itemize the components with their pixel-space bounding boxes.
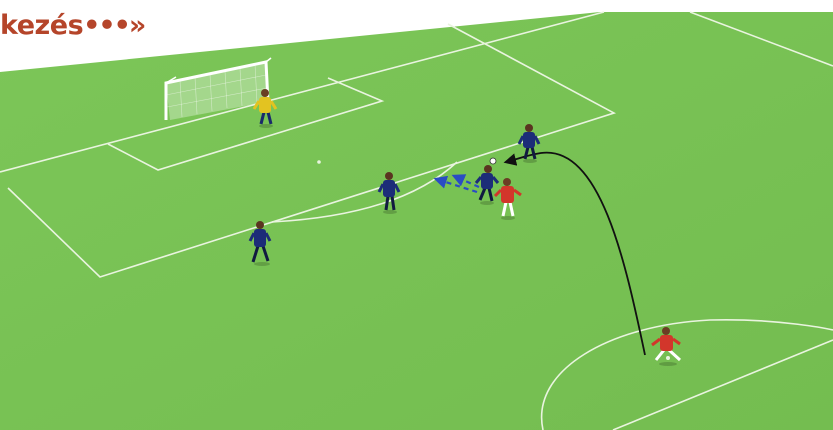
- ball: [490, 158, 496, 164]
- penalty-spot: [317, 160, 321, 164]
- pitch: [0, 12, 833, 430]
- page-heading: kezés•••»: [0, 6, 144, 46]
- heading-arrow-icon: •••»: [83, 10, 144, 41]
- center-spot: [666, 356, 670, 360]
- heading-text: kezés: [0, 10, 83, 41]
